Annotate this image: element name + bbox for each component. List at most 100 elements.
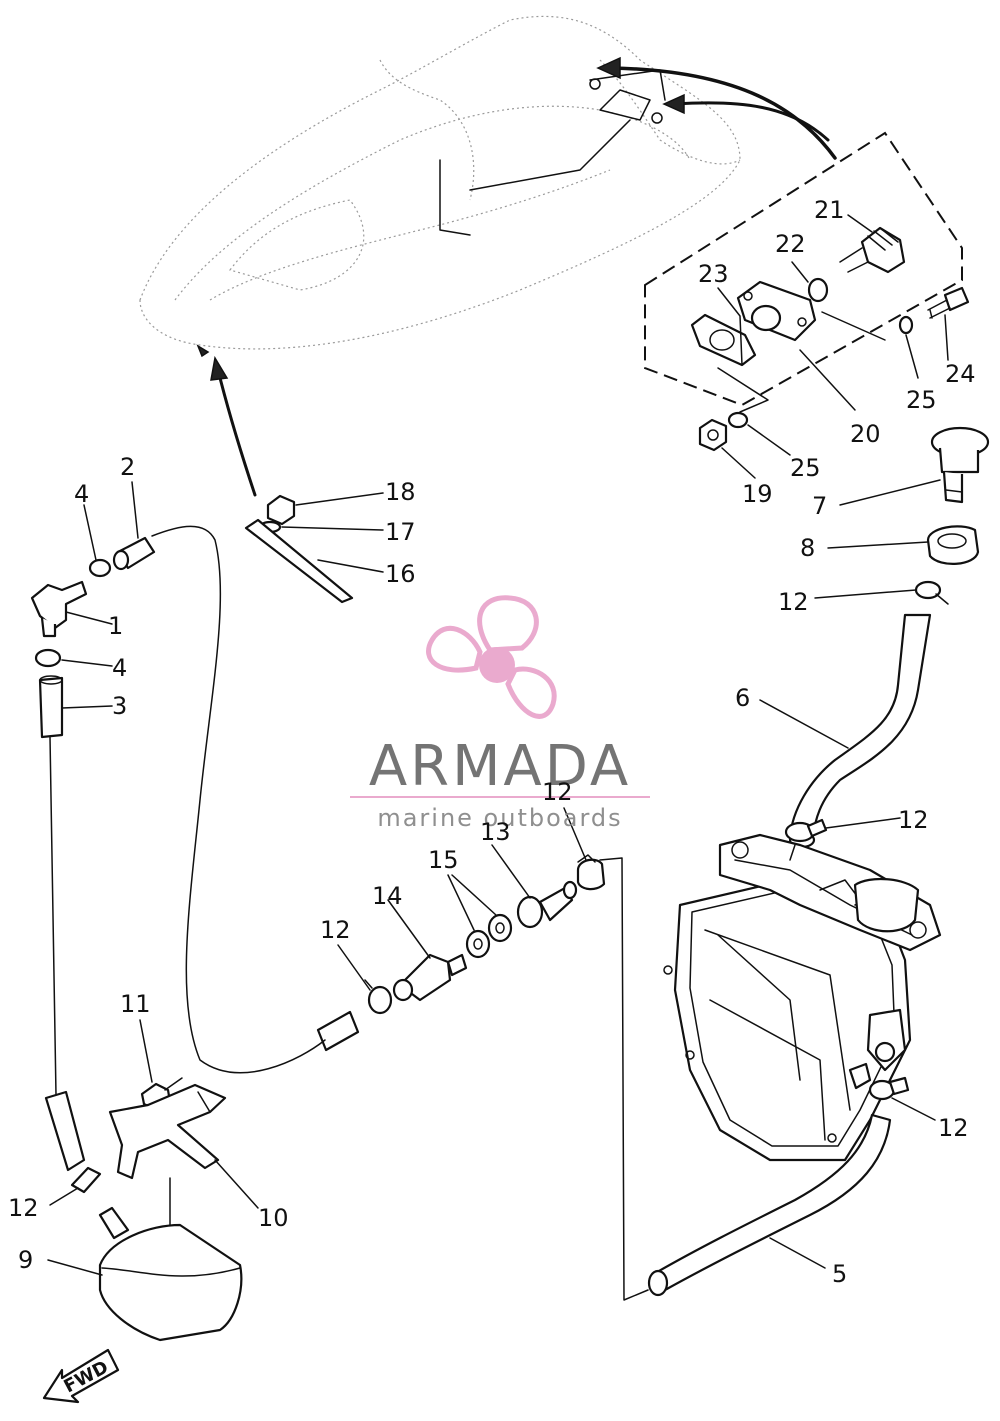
callout: 12 (898, 806, 929, 834)
callout: 20 (850, 420, 881, 448)
leader-11 (139, 1019, 153, 1083)
callout: 14 (372, 882, 403, 910)
inset-leaders (717, 214, 949, 479)
callout: 19 (742, 480, 773, 508)
leader-5 (769, 1237, 826, 1269)
callout: 6 (735, 684, 750, 712)
callout: 12 (8, 1194, 39, 1222)
part-25-washer-b (727, 411, 749, 429)
leader-15 (447, 874, 497, 931)
part-21-plug (839, 226, 906, 274)
hose-route-left (151, 525, 326, 1074)
clamp-12-mid (784, 818, 828, 843)
leader-12f (49, 1187, 79, 1206)
callout: 25 (790, 454, 821, 482)
callout: 9 (18, 1246, 33, 1274)
leader-17 (281, 526, 384, 531)
leader-12e (337, 944, 371, 991)
fwd-arrow-icon: FWD (42, 1348, 120, 1404)
callout: 17 (385, 518, 416, 546)
leader-12c (891, 1097, 936, 1121)
propeller-blade-left (426, 625, 483, 673)
leader-10 (214, 1159, 259, 1209)
hose-stub-center (316, 1010, 360, 1052)
leader-13 (491, 844, 531, 899)
callout: 1 (108, 612, 123, 640)
callout: 7 (812, 492, 827, 520)
part-16-bracket (244, 518, 354, 604)
callout: 4 (112, 654, 127, 682)
callout: 23 (698, 260, 729, 288)
propeller-hub (479, 647, 515, 683)
part-1-elbow (30, 580, 88, 638)
callout: 18 (385, 478, 416, 506)
part-14-valve (392, 953, 468, 1002)
clamp-12-housing (868, 1076, 910, 1101)
watermark-name: ARMADA (369, 734, 631, 799)
propeller-blade-right (505, 666, 557, 719)
hull-outline (139, 15, 741, 358)
leader-16 (317, 559, 384, 573)
part-22-oring (807, 277, 829, 303)
propeller-blade-top (477, 595, 539, 653)
leader-8 (827, 541, 929, 549)
leader-12a (814, 589, 917, 599)
leader-6 (759, 699, 849, 749)
pump-housing (663, 833, 942, 1162)
callout: 12 (542, 778, 573, 806)
part-7-cap (930, 426, 990, 504)
callout: 11 (120, 990, 151, 1018)
clamp-12-center (364, 979, 393, 1015)
leader-12b (825, 817, 901, 829)
callout: 5 (832, 1260, 847, 1288)
clamp-12-top (914, 580, 949, 605)
watermark-tagline: marine outboards (377, 804, 622, 832)
part-10-bracket (108, 1083, 227, 1180)
part-18-nut (266, 494, 296, 526)
clamp-12-left (70, 1166, 102, 1194)
callout: 15 (428, 846, 459, 874)
leader-1 (65, 611, 113, 625)
callout: 24 (945, 360, 976, 388)
hose-5 (647, 1113, 892, 1297)
part-20-flange (736, 280, 817, 342)
leader-18 (295, 492, 384, 506)
callout: 3 (112, 692, 127, 720)
part-15-washers (465, 913, 513, 959)
callout: 16 (385, 560, 416, 588)
part-23-gasket (690, 313, 757, 367)
callout: 21 (814, 196, 845, 224)
callout-numbers: 1 2 3 4 4 5 6 7 8 9 10 11 12 12 12 12 12… (8, 196, 976, 1288)
part-13-fitting (516, 880, 578, 929)
callout: 22 (775, 230, 806, 258)
callout: 10 (258, 1204, 289, 1232)
inset-box (644, 131, 963, 407)
clamp-12-center-top (576, 854, 606, 891)
part-8-nut (926, 525, 980, 565)
part-19-nut (698, 418, 728, 452)
callout: 13 (480, 818, 511, 846)
part-24-bolt (927, 286, 970, 319)
part-3-hose (38, 675, 64, 739)
callout: 12 (320, 916, 351, 944)
leader-12d (563, 807, 587, 861)
part-25-washer-a (898, 315, 914, 335)
hose-stub-left (44, 1090, 86, 1172)
part-9-container (98, 1177, 243, 1342)
leader-2 (131, 481, 139, 539)
hose-route-right (599, 857, 649, 1301)
callout: 12 (938, 1114, 969, 1142)
propeller-icon (426, 595, 557, 719)
part-2-hose (112, 536, 156, 571)
callout: 2 (120, 453, 135, 481)
watermark-logo: ARMADA marine outboards (350, 595, 650, 832)
leader-9 (47, 1259, 103, 1276)
callout: 25 (906, 386, 937, 414)
arrows-to-hull (210, 56, 837, 497)
leader-14 (387, 899, 431, 959)
part-4-clamp-bottom (34, 648, 62, 668)
callout: 12 (778, 588, 809, 616)
callout: 4 (74, 480, 89, 508)
